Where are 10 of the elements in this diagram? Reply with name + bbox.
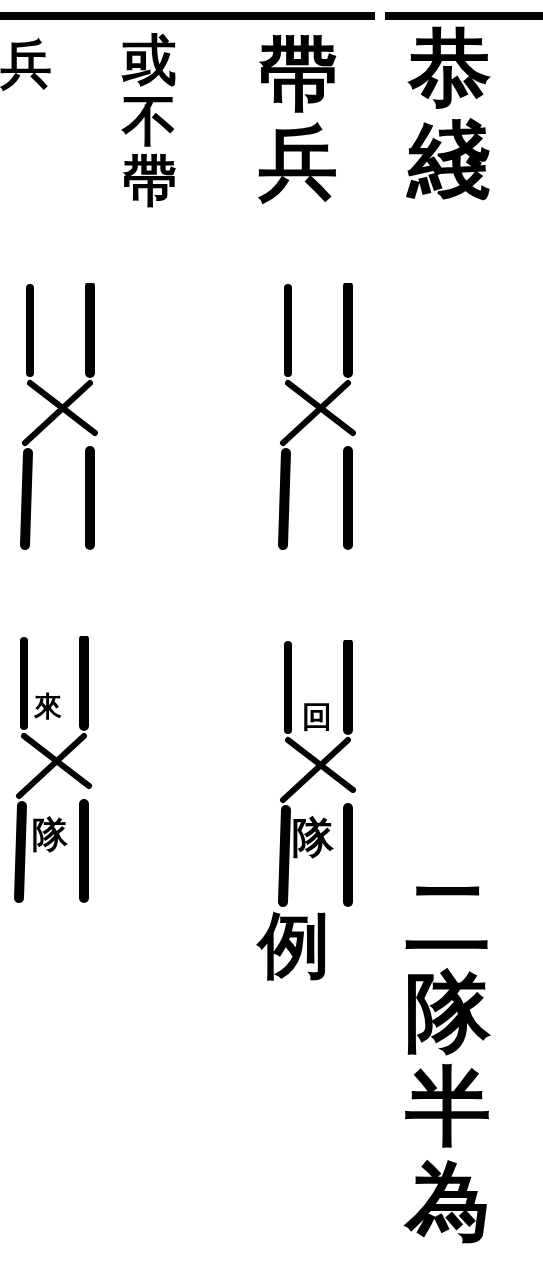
vertical-text: 隊 xyxy=(292,815,334,862)
vertical-text: 恭綫 xyxy=(408,22,492,207)
vertical-text: 例 xyxy=(258,905,330,985)
vertical-text: 來 xyxy=(34,692,62,723)
vertical-text: 隊 xyxy=(32,815,68,855)
vertical-text: 或不帶 xyxy=(122,30,177,212)
vertical-text: 兵 xyxy=(0,35,52,93)
vertical-text: 帶兵 xyxy=(258,30,338,206)
vertical-text: 回 xyxy=(302,700,332,733)
vertical-text: 二隊半為 xyxy=(405,870,491,1249)
